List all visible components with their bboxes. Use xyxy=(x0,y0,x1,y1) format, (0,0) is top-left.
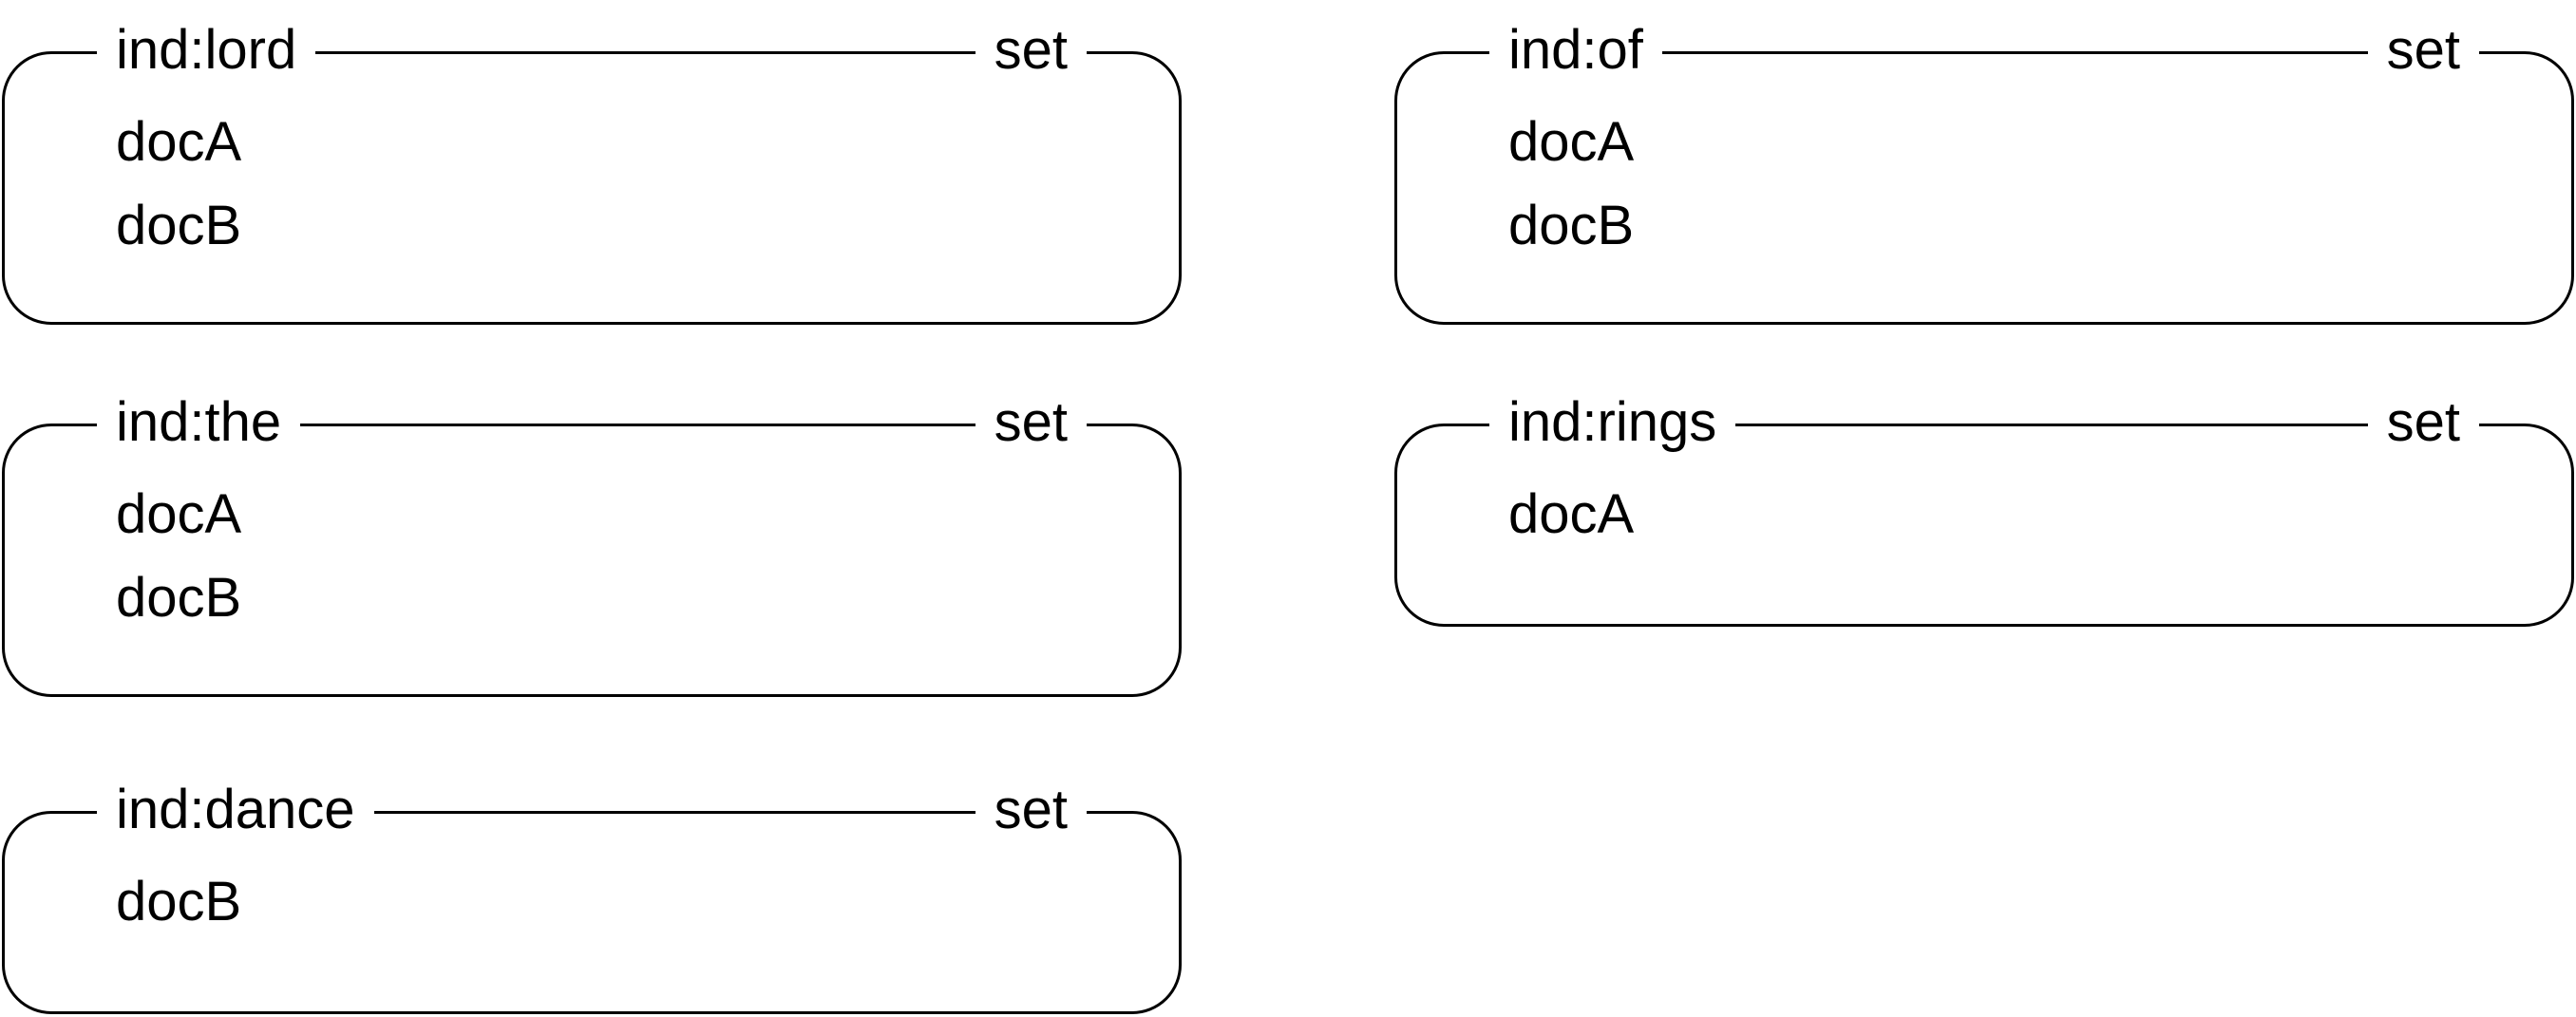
set-title: ind:the xyxy=(97,391,301,454)
set-frame xyxy=(2,424,1182,697)
set-title: ind:of xyxy=(1489,19,1662,82)
set-item-list: docA docB xyxy=(1508,101,1634,268)
set-frame xyxy=(2,811,1182,1014)
set-kind-label: set xyxy=(975,779,1087,841)
set-item: docB xyxy=(116,871,242,932)
set-title: ind:lord xyxy=(97,19,316,82)
set-box-of: ind:of set docA docB xyxy=(1394,19,2574,325)
set-kind-label: set xyxy=(975,391,1087,454)
set-item-list: docA xyxy=(1508,473,1634,556)
set-item: docA xyxy=(116,111,242,173)
set-box-rings: ind:rings set docA xyxy=(1394,391,2574,627)
set-item: docB xyxy=(116,567,242,629)
set-title: ind:dance xyxy=(97,779,374,841)
set-item-list: docB xyxy=(116,860,241,944)
set-frame xyxy=(2,51,1182,325)
set-item-list: docA docB xyxy=(116,473,241,640)
set-title: ind:rings xyxy=(1489,391,1736,454)
set-box-the: ind:the set docA docB xyxy=(2,391,1182,697)
set-item: docA xyxy=(1508,483,1635,545)
set-item: docB xyxy=(116,195,242,256)
set-kind-label: set xyxy=(975,19,1087,82)
set-kind-label: set xyxy=(2367,391,2479,454)
set-frame xyxy=(1394,424,2574,627)
set-kind-label: set xyxy=(2367,19,2479,82)
set-item: docA xyxy=(116,483,242,545)
set-frame xyxy=(1394,51,2574,325)
set-item: docA xyxy=(1508,111,1635,173)
set-box-dance: ind:dance set docB xyxy=(2,779,1182,1014)
set-item: docB xyxy=(1508,195,1635,256)
set-box-lord: ind:lord set docA docB xyxy=(2,19,1182,325)
set-item-list: docA docB xyxy=(116,101,241,268)
